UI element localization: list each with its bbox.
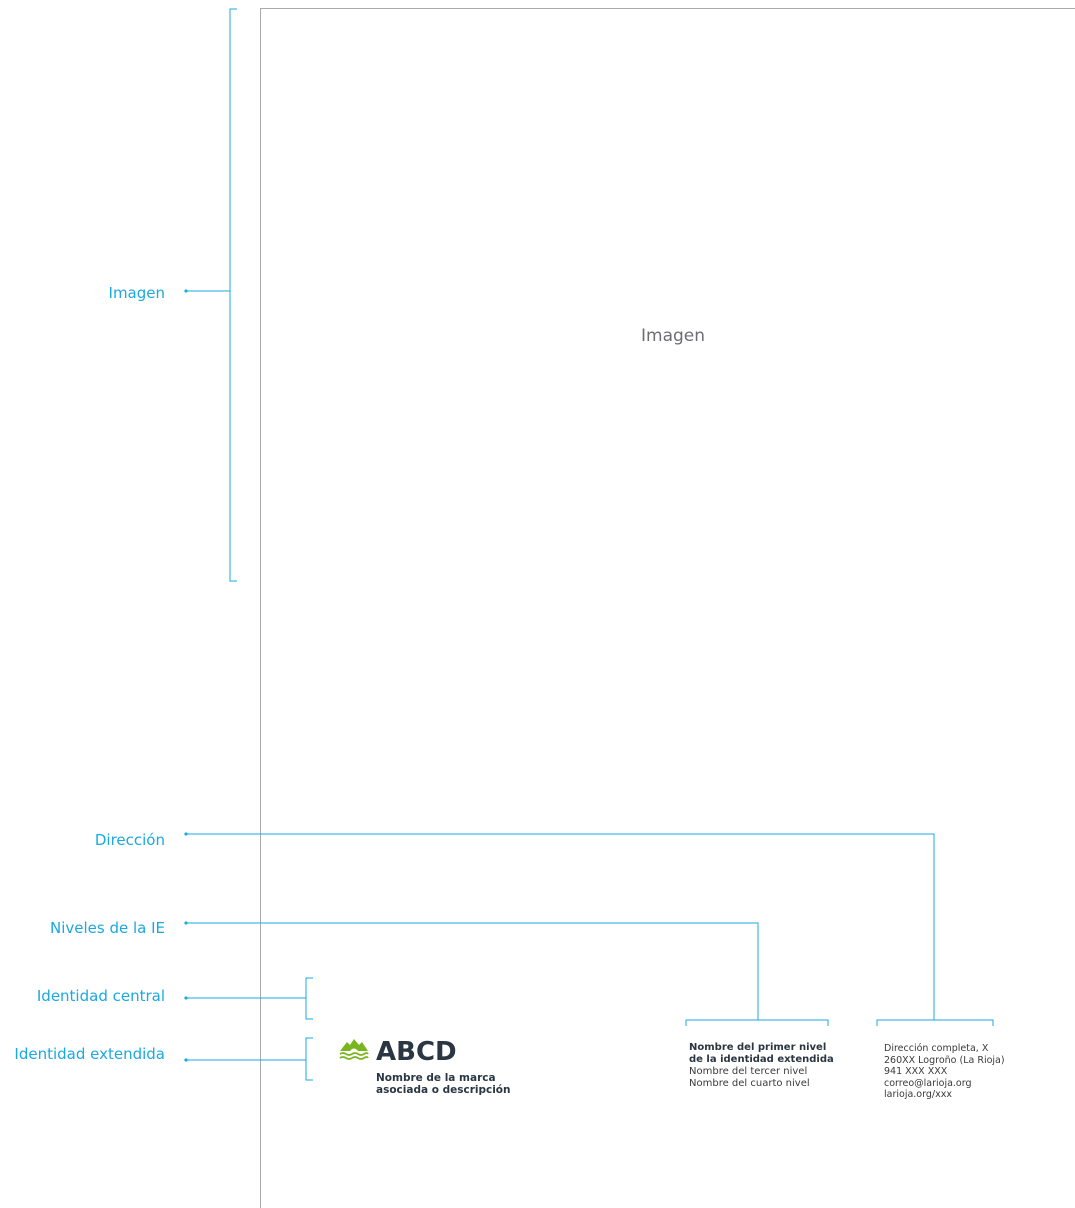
brand-desc-line-2: asociada o descripción xyxy=(376,1084,511,1096)
third-level: Nombre del tercer nivel xyxy=(689,1066,808,1077)
annotation-direccion: Dirección xyxy=(94,831,165,849)
image-placeholder-caption: Imagen xyxy=(641,326,706,346)
mountain-river-icon xyxy=(339,1039,369,1060)
annotation-identidad-extendida: Identidad extendida xyxy=(14,1045,165,1063)
direccion-leader xyxy=(186,833,935,1020)
direccion-bracket xyxy=(876,1019,994,1026)
address-web: larioja.org/xxx xyxy=(884,1089,952,1101)
imagen-bracket xyxy=(229,8,237,582)
annotation-niveles: Niveles de la IE xyxy=(49,919,165,937)
annotation-identidad-central: Identidad central xyxy=(36,987,165,1005)
niveles-leader xyxy=(186,922,759,1020)
address-phone: 941 XXX XXX xyxy=(884,1066,948,1078)
brand-description: Nombre de la marca asociada o descripció… xyxy=(376,1072,516,1096)
niveles-bracket xyxy=(685,1019,829,1026)
extended-identity-levels: Nombre del primer nivel de la identidad … xyxy=(689,1042,834,1090)
page-outline xyxy=(260,8,1075,1208)
annotation-imagen: Imagen xyxy=(108,284,165,302)
address-line-1: Dirección completa, X xyxy=(884,1043,989,1054)
address-line-2: 260XX Logroño (La Rioja) xyxy=(884,1054,1005,1066)
first-level-line-2: de la identidad extendida xyxy=(689,1054,834,1065)
address-email: correo@larioja.org xyxy=(884,1077,972,1089)
identidad-central-bracket xyxy=(305,977,313,1020)
first-level-line-1: Nombre del primer nivel xyxy=(689,1042,827,1053)
brand-acronym: ABCD xyxy=(376,1037,457,1067)
brand-desc-line-1: Nombre de la marca xyxy=(376,1072,496,1084)
fourth-level: Nombre del cuarto nivel xyxy=(689,1078,810,1089)
identidad-extendida-bracket xyxy=(305,1037,313,1081)
address-block: Dirección completa, X 260XX Logroño (La … xyxy=(884,1043,1005,1101)
